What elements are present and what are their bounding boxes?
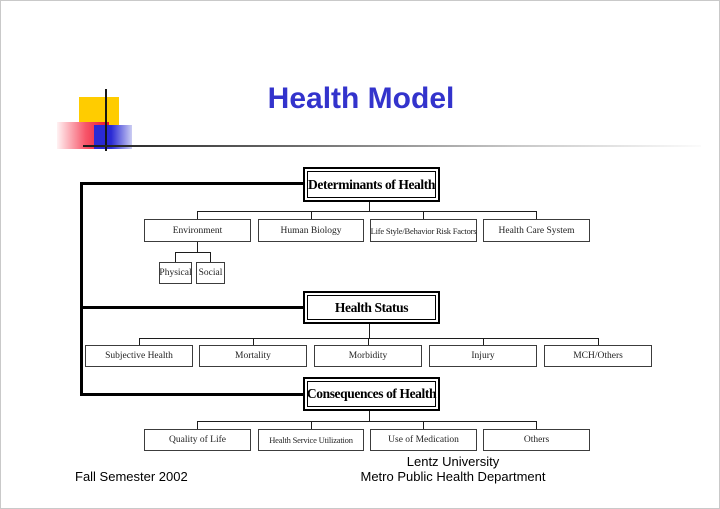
- box-human-biology: Human Biology: [258, 219, 364, 242]
- connector-consequences-drop: [369, 411, 370, 421]
- connector-stub: [536, 211, 537, 219]
- connector-stub: [311, 211, 312, 219]
- slide-title: Health Model: [267, 82, 455, 115]
- box-subjective-health: Subjective Health: [85, 345, 193, 367]
- connector-environment-rail: [175, 252, 211, 253]
- connector-determinants-rail: [197, 211, 537, 212]
- footer-organization-line2: Metro Public Health Department: [360, 468, 546, 484]
- connector-stub: [197, 421, 198, 429]
- connector-stub: [253, 338, 254, 345]
- box-health-care-system: Health Care System: [483, 219, 590, 242]
- box-health-status-label: Health Status: [334, 299, 409, 315]
- box-determinants-label: Determinants of Health: [308, 176, 435, 192]
- connector-health-status-drop: [369, 324, 370, 338]
- box-mch-others: MCH/Others: [544, 345, 652, 367]
- connector-spine-to-health-status: [80, 306, 303, 309]
- box-environment: Environment: [144, 219, 251, 242]
- connector-stub: [368, 338, 369, 345]
- box-social: Social: [196, 262, 225, 284]
- connector-stub: [139, 338, 140, 345]
- box-others: Others: [483, 429, 590, 451]
- box-health-status: Health Status: [303, 291, 440, 324]
- footer-organization: Lentz University Metro Public Health Dep…: [331, 454, 575, 484]
- connector-stub: [311, 421, 312, 429]
- box-mortality: Mortality: [199, 345, 307, 367]
- box-use-of-medication: Use of Medication: [370, 429, 477, 451]
- logo-vertical-line: [105, 89, 107, 151]
- connector-stub: [536, 421, 537, 429]
- connector-stub: [175, 252, 176, 262]
- connector-spine-to-consequences: [80, 393, 303, 396]
- connector-environment-drop: [197, 242, 198, 252]
- connector-consequences-rail: [197, 421, 537, 422]
- box-health-service-utilization: Health Service Utilization: [258, 429, 364, 451]
- footer-semester: Fall Semester 2002: [75, 469, 188, 484]
- box-injury: Injury: [429, 345, 537, 367]
- box-quality-of-life: Quality of Life: [144, 429, 251, 451]
- connector-stub: [423, 421, 424, 429]
- connector-stub: [598, 338, 599, 345]
- connector-stub: [210, 252, 211, 262]
- box-physical: Physical: [159, 262, 192, 284]
- footer-organization-line1: Lentz University: [406, 454, 500, 469]
- connector-determinants-drop: [369, 202, 370, 211]
- box-consequences-of-health: Consequences of Health: [303, 377, 440, 411]
- box-determinants-of-health: Determinants of Health: [303, 167, 440, 202]
- box-consequences-label: Consequences of Health: [306, 386, 437, 401]
- connector-stub: [483, 338, 484, 345]
- connector-spine-to-determinants: [80, 182, 303, 185]
- connector-stub: [423, 211, 424, 219]
- connector-spine-vertical: [80, 182, 83, 396]
- box-lifestyle-behavior-risk-factors: Life Style/Behavior Risk Factors: [370, 219, 477, 242]
- box-morbidity: Morbidity: [314, 345, 422, 367]
- connector-health-status-rail: [139, 338, 599, 339]
- connector-stub: [197, 211, 198, 219]
- title-underline-rule: [83, 145, 701, 147]
